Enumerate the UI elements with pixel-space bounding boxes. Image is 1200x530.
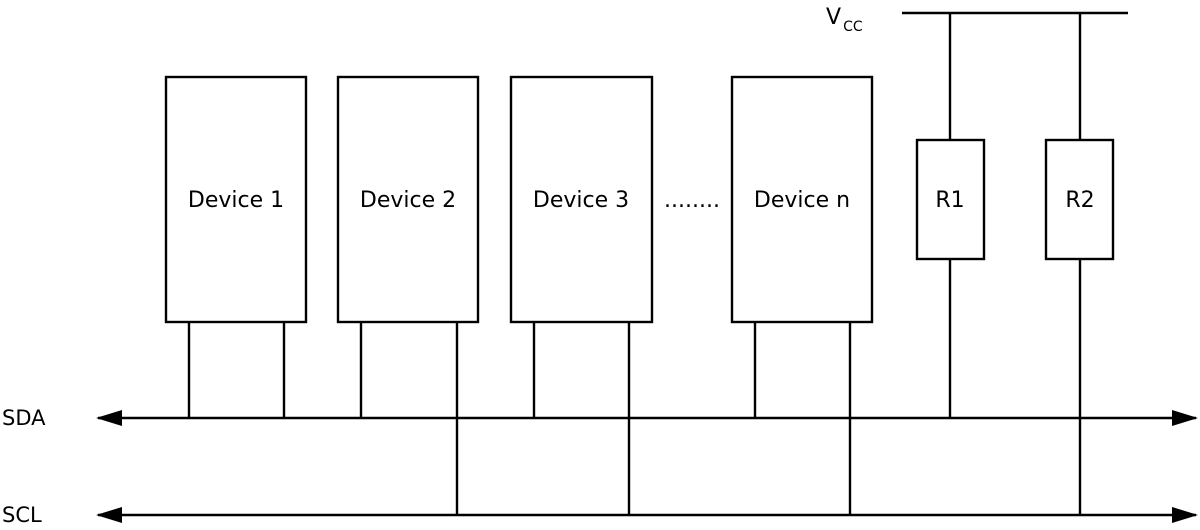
device-1-box [164,75,308,324]
scl-label: SCL [2,503,42,527]
device-2-label: Device 2 [360,188,456,213]
device-n-label: Device n [754,188,850,213]
resistor-r2: R2 [1044,13,1115,515]
vcc-label-main: V [826,5,841,30]
scl-bus: SCL [2,503,1198,527]
r1-label: R1 [935,188,964,213]
scl-right-arrowhead [1172,507,1198,523]
device-ellipsis: ........ [664,188,720,213]
r2-label: R2 [1065,188,1094,213]
device-1-label: Device 1 [188,188,284,213]
scl-left-arrowhead [96,507,122,523]
device-3: Device 3 [509,75,654,515]
device-3-box [509,75,654,324]
sda-left-arrowhead [96,410,122,426]
device-n-box [730,75,874,324]
vcc-label-subscript: CC [843,19,863,35]
device-1: Device 1 [164,75,308,418]
sda-bus: SDA [2,406,1198,430]
device-3-label: Device 3 [533,188,629,213]
resistor-r1: R1 [915,13,986,418]
sda-right-arrowhead [1172,410,1198,426]
device-2-box [336,75,480,324]
device-2: Device 2 [336,75,480,515]
sda-label: SDA [2,406,46,430]
device-n: Device n [730,75,874,515]
r2-box [1044,138,1115,261]
